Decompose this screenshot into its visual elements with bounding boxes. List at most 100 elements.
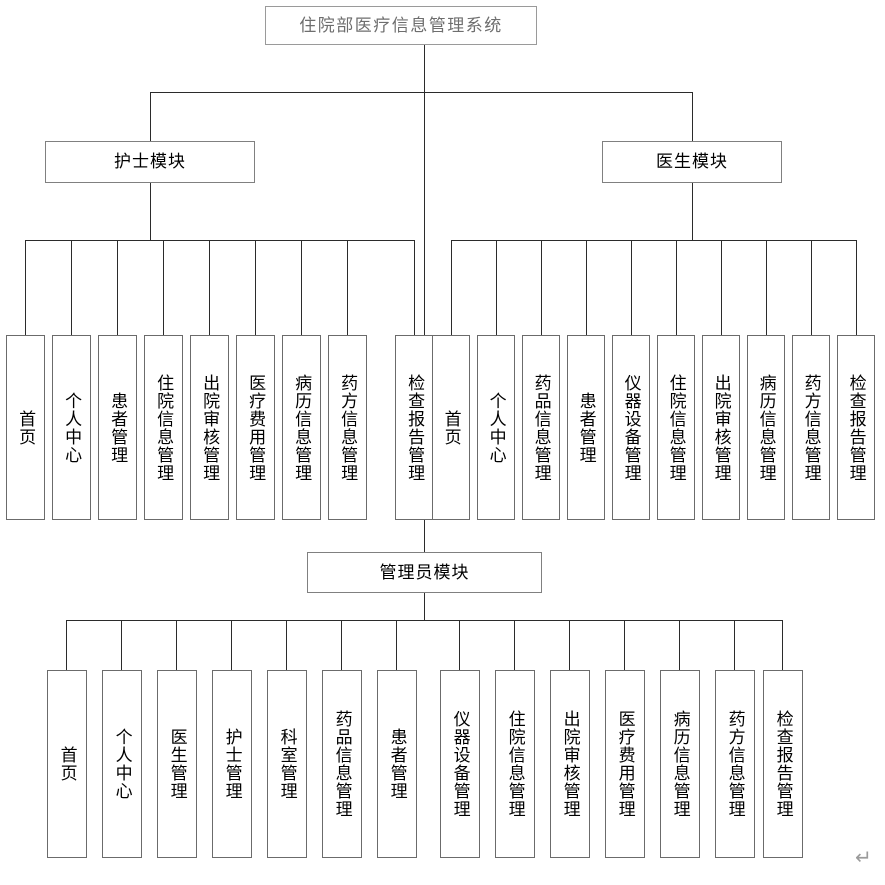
leaf-label: 首页 bbox=[441, 409, 461, 446]
leaf-node-admin-3[interactable]: 医生管理 bbox=[157, 670, 197, 858]
leaf-node-nurse-2[interactable]: 个人中心 bbox=[52, 335, 91, 520]
leaf-label: 科室管理 bbox=[277, 728, 297, 800]
module-label-admin: 管理员模块 bbox=[379, 562, 470, 582]
connector-top-bus bbox=[150, 92, 693, 93]
leaf-label: 医生管理 bbox=[167, 728, 187, 800]
connector-admin-drop-1 bbox=[66, 620, 67, 670]
leaf-node-admin-2[interactable]: 个人中心 bbox=[102, 670, 142, 858]
leaf-node-admin-1[interactable]: 首页 bbox=[47, 670, 87, 858]
leaf-node-admin-11[interactable]: 医疗费用管理 bbox=[605, 670, 645, 858]
leaf-node-admin-6[interactable]: 药品信息管理 bbox=[322, 670, 362, 858]
connector-admin-drop-11 bbox=[624, 620, 625, 670]
connector-to-nurse-module bbox=[150, 92, 151, 141]
connector-admin-drop-2 bbox=[121, 620, 122, 670]
leaf-node-admin-14[interactable]: 检查报告管理 bbox=[763, 670, 803, 858]
leaf-label: 患者管理 bbox=[387, 728, 407, 800]
connector-admin-drop-7 bbox=[396, 620, 397, 670]
leaf-label: 药方信息管理 bbox=[725, 710, 745, 818]
module-label-nurse: 护士模块 bbox=[114, 152, 186, 172]
leaf-label: 药品信息管理 bbox=[332, 710, 352, 818]
leaf-node-nurse-7[interactable]: 病历信息管理 bbox=[282, 335, 321, 520]
leaf-label: 检查报告管理 bbox=[773, 710, 793, 818]
leaf-label: 患者管理 bbox=[576, 391, 596, 464]
leaf-label: 住院信息管理 bbox=[505, 710, 525, 818]
connector-admin-drop-8 bbox=[459, 620, 460, 670]
connector-admin-stem bbox=[424, 593, 425, 620]
connector-doctor-stem bbox=[692, 183, 693, 240]
leaf-label: 首页 bbox=[57, 746, 77, 782]
connector-doctor-drop-9 bbox=[811, 240, 812, 335]
connector-nurse-drop-7 bbox=[301, 240, 302, 335]
module-node-doctor[interactable]: 医生模块 bbox=[602, 141, 782, 183]
leaf-label: 医疗费用管理 bbox=[615, 710, 635, 818]
leaf-node-nurse-3[interactable]: 患者管理 bbox=[98, 335, 137, 520]
leaf-node-doctor-4[interactable]: 患者管理 bbox=[567, 335, 605, 520]
leaf-node-nurse-4[interactable]: 住院信息管理 bbox=[144, 335, 183, 520]
connector-nurse-drop-8 bbox=[347, 240, 348, 335]
connector-doctor-drop-7 bbox=[721, 240, 722, 335]
leaf-label: 护士管理 bbox=[222, 728, 242, 800]
connector-center-spine-to-admin bbox=[424, 92, 425, 552]
connector-nurse-drop-5 bbox=[209, 240, 210, 335]
connector-to-doctor-module bbox=[692, 92, 693, 141]
connector-nurse-drop-3 bbox=[117, 240, 118, 335]
leaf-label: 药方信息管理 bbox=[338, 373, 358, 482]
leaf-node-admin-10[interactable]: 出院审核管理 bbox=[550, 670, 590, 858]
connector-doctor-drop-10 bbox=[856, 240, 857, 335]
leaf-node-admin-4[interactable]: 护士管理 bbox=[212, 670, 252, 858]
leaf-node-admin-8[interactable]: 仪器设备管理 bbox=[440, 670, 480, 858]
leaf-node-doctor-5[interactable]: 仪器设备管理 bbox=[612, 335, 650, 520]
leaf-label: 仪器设备管理 bbox=[621, 373, 641, 482]
module-node-nurse[interactable]: 护士模块 bbox=[45, 141, 255, 183]
leaf-node-doctor-6[interactable]: 住院信息管理 bbox=[657, 335, 695, 520]
leaf-node-doctor-3[interactable]: 药品信息管理 bbox=[522, 335, 560, 520]
connector-admin-bus bbox=[66, 620, 782, 621]
connector-nurse-drop-1 bbox=[25, 240, 26, 335]
leaf-node-doctor-2[interactable]: 个人中心 bbox=[477, 335, 515, 520]
leaf-node-admin-7[interactable]: 患者管理 bbox=[377, 670, 417, 858]
leaf-node-nurse-8[interactable]: 药方信息管理 bbox=[328, 335, 367, 520]
leaf-node-nurse-5[interactable]: 出院审核管理 bbox=[190, 335, 229, 520]
root-node-system[interactable]: 住院部医疗信息管理系统 bbox=[265, 6, 537, 45]
connector-doctor-bus bbox=[451, 240, 857, 241]
leaf-node-doctor-7[interactable]: 出院审核管理 bbox=[702, 335, 740, 520]
leaf-node-admin-9[interactable]: 住院信息管理 bbox=[495, 670, 535, 858]
root-node-label: 住院部医疗信息管理系统 bbox=[299, 15, 503, 35]
connector-admin-drop-4 bbox=[231, 620, 232, 670]
leaf-label: 检查报告管理 bbox=[405, 373, 425, 482]
leaf-node-doctor-9[interactable]: 药方信息管理 bbox=[792, 335, 830, 520]
connector-doctor-drop-6 bbox=[676, 240, 677, 335]
connector-admin-drop-6 bbox=[341, 620, 342, 670]
connector-admin-drop-10 bbox=[569, 620, 570, 670]
leaf-node-doctor-8[interactable]: 病历信息管理 bbox=[747, 335, 785, 520]
connector-doctor-drop-2 bbox=[496, 240, 497, 335]
connector-doctor-drop-4 bbox=[586, 240, 587, 335]
leaf-label: 仪器设备管理 bbox=[450, 710, 470, 818]
leaf-label: 住院信息管理 bbox=[666, 373, 686, 482]
paragraph-return-mark: ↵ bbox=[855, 847, 872, 869]
leaf-label: 病历信息管理 bbox=[670, 710, 690, 818]
connector-admin-drop-9 bbox=[514, 620, 515, 670]
leaf-node-nurse-6[interactable]: 医疗费用管理 bbox=[236, 335, 275, 520]
leaf-label: 出院审核管理 bbox=[560, 710, 580, 818]
leaf-node-doctor-10[interactable]: 检查报告管理 bbox=[837, 335, 875, 520]
connector-root-stem bbox=[424, 45, 425, 92]
connector-nurse-drop-9 bbox=[414, 240, 415, 335]
leaf-node-admin-13[interactable]: 药方信息管理 bbox=[715, 670, 755, 858]
connector-nurse-bus bbox=[25, 240, 415, 241]
connector-admin-drop-14 bbox=[782, 620, 783, 670]
leaf-label: 医疗费用管理 bbox=[246, 373, 266, 482]
leaf-label: 个人中心 bbox=[486, 391, 506, 464]
leaf-node-admin-5[interactable]: 科室管理 bbox=[267, 670, 307, 858]
leaf-node-nurse-9[interactable]: 检查报告管理 bbox=[395, 335, 434, 520]
leaf-label: 检查报告管理 bbox=[846, 373, 866, 482]
leaf-label: 个人中心 bbox=[112, 728, 132, 800]
leaf-node-nurse-1[interactable]: 首页 bbox=[6, 335, 45, 520]
leaf-node-admin-12[interactable]: 病历信息管理 bbox=[660, 670, 700, 858]
leaf-node-doctor-1[interactable]: 首页 bbox=[432, 335, 470, 520]
module-node-admin[interactable]: 管理员模块 bbox=[307, 552, 542, 593]
leaf-label: 首页 bbox=[16, 409, 36, 446]
leaf-label: 出院审核管理 bbox=[200, 373, 220, 482]
leaf-label: 药品信息管理 bbox=[531, 373, 551, 482]
